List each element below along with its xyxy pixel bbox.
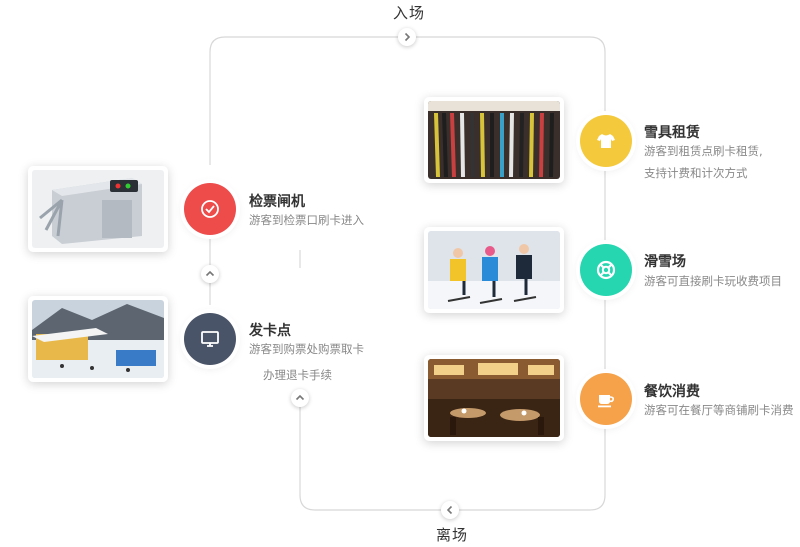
ski-desc: 游客可直接刷卡玩收费项目 <box>644 274 782 288</box>
cup-icon <box>598 395 614 408</box>
dining-desc: 游客可在餐厅等商铺刷卡消费 <box>644 403 794 417</box>
dining-title: 餐饮消费 <box>644 384 700 400</box>
gate-desc: 游客到检票口刷卡进入 <box>249 213 364 227</box>
chevron-up-icon <box>291 389 309 407</box>
exit-label: 离场 <box>436 526 469 544</box>
chevron-left-icon <box>441 501 459 519</box>
monitor-icon <box>201 331 219 347</box>
restaurant-photo <box>424 355 564 441</box>
ticket-office-photo <box>28 296 168 382</box>
gate-icon-circle <box>184 183 236 235</box>
card-title: 发卡点 <box>249 323 291 339</box>
tshirt-icon <box>597 134 615 148</box>
rental-desc-line1: 游客到租赁点刷卡租赁, <box>644 144 763 158</box>
rental-icon-circle <box>580 115 632 167</box>
ski-title: 滑雪场 <box>644 254 686 270</box>
chevron-up-icon <box>201 265 219 283</box>
card-icon-circle <box>184 313 236 365</box>
rental-title: 雪具租赁 <box>644 125 700 141</box>
lifebuoy-icon <box>596 260 616 280</box>
enter-label: 入场 <box>393 4 426 22</box>
dining-icon-circle <box>580 373 632 425</box>
turnstile-photo <box>28 166 168 252</box>
check-circle-icon <box>201 200 219 218</box>
gate-title: 检票闸机 <box>249 194 305 210</box>
ski-rental-photo <box>424 97 564 183</box>
card-desc-line2: 办理退卡手续 <box>263 368 332 382</box>
ski-icon-circle <box>580 244 632 296</box>
card-desc-line1: 游客到购票处购票取卡 <box>249 342 364 356</box>
ski-field-photo <box>424 227 564 313</box>
chevron-right-icon <box>398 28 416 46</box>
rental-desc-line2: 支持计费和计次方式 <box>644 166 748 180</box>
